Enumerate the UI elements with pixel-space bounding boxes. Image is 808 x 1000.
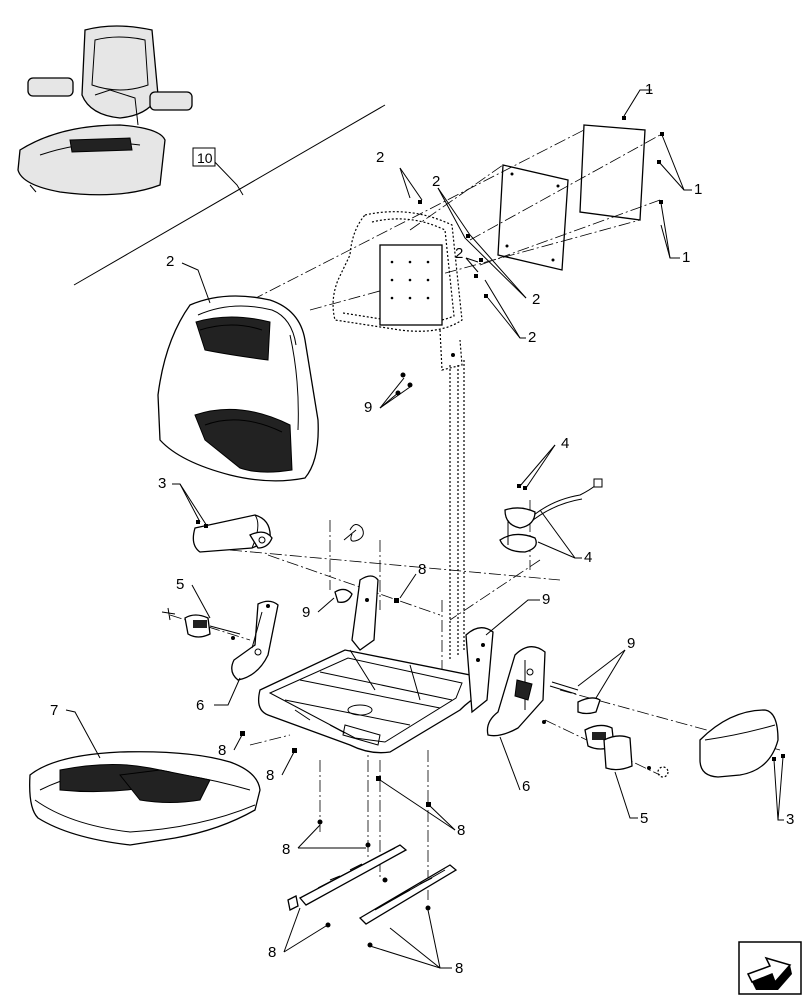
callout-9-d: 9 [627,635,635,652]
callout-8-d: 8 [457,822,465,839]
callout-3-a: 3 [158,475,166,492]
armrest-right [699,709,785,778]
rear-panel-1 [497,124,646,271]
seat-cushion [29,751,261,846]
svg-text:10: 10 [197,150,213,166]
callout-8-f: 8 [268,944,276,961]
callout-7: 7 [50,702,58,719]
armrest-left [192,514,273,553]
seat-overview-thumbnail [17,25,193,196]
callout-9-c: 9 [542,591,550,608]
separator-line [73,104,386,286]
callout-4-a: 4 [561,435,569,452]
callout-8-c: 8 [266,767,274,784]
arrow-icon[interactable] [738,941,802,995]
callout-3-b: 3 [786,811,794,828]
spring-clip [343,524,364,542]
slide-rail-left [287,819,408,928]
backrest-frame [332,211,465,660]
callout-8-b: 8 [218,742,226,759]
left-upright [334,575,379,651]
callout-10: 10 [192,147,216,167]
callout-8-a: 8 [418,561,426,578]
back-cushion [157,295,319,482]
lever-right [549,681,601,715]
callout-4-b: 4 [584,549,592,566]
callout-1-a: 1 [645,81,653,98]
projection-lines [169,129,781,900]
callout-2-b: 2 [432,173,440,190]
mount-bracket-4 [499,507,537,553]
callout-9-b: 9 [302,604,310,621]
callout-2-e: 2 [528,329,536,346]
seat-base-frame [257,649,481,754]
screws-9-upper [395,372,413,396]
callout-2-d: 2 [532,291,540,308]
callout-6-a: 6 [196,697,204,714]
slide-rail-right [358,864,458,948]
side-bracket-left [231,600,279,681]
screws-8-base [240,731,431,807]
seat-belt-right [542,720,669,778]
callout-1-b: 1 [694,181,702,198]
callout-8-g: 8 [455,960,463,977]
callout-5-a: 5 [176,576,184,593]
upright-column [465,627,494,714]
side-bracket-right [486,646,546,737]
callout-8-e: 8 [282,841,290,858]
callout-2-a: 2 [376,149,384,166]
callout-9-a: 9 [364,399,372,416]
callout-1-c: 1 [682,249,690,266]
callout-5-b: 5 [640,810,648,827]
callout-2-c: 2 [455,245,463,262]
seat-belt-left [161,607,241,640]
callout-6-b: 6 [522,778,530,795]
callout-2-f: 2 [166,253,174,270]
screws-2 [418,200,488,298]
